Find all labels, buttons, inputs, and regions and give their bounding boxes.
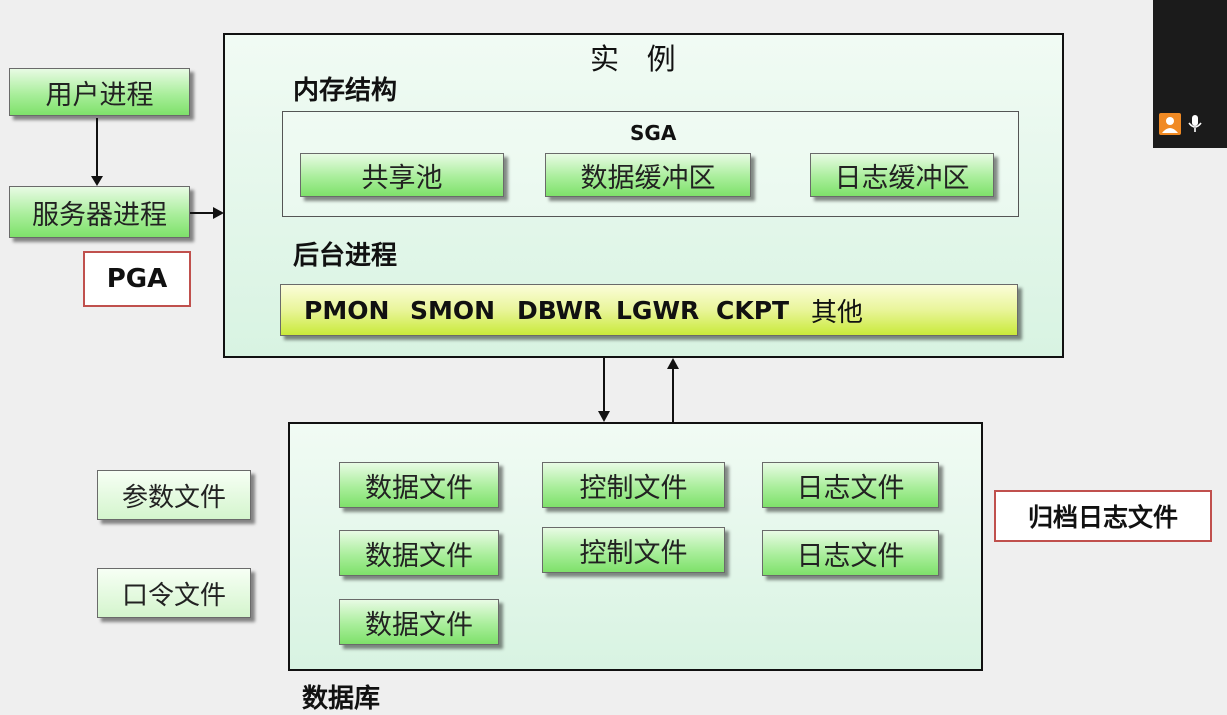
process-lgwr: LGWR [616, 295, 700, 325]
background-processes-bar: PMON SMON DBWR LGWR CKPT 其他 [280, 284, 1018, 336]
process-dbwr: DBWR [517, 295, 603, 325]
data-file-2: 数据文件 [339, 530, 499, 576]
data-file-1: 数据文件 [339, 462, 499, 508]
server-to-instance-arrow [190, 212, 214, 214]
control-file-1-label: 控制文件 [579, 472, 688, 504]
server-to-instance-arrowhead [213, 207, 224, 219]
pga-label: PGA [106, 264, 168, 294]
server-process-label: 服务器进程 [32, 199, 167, 231]
user-process-box: 用户进程 [9, 68, 190, 116]
process-ckpt: CKPT [716, 295, 790, 325]
data-file-3-label: 数据文件 [365, 609, 473, 641]
data-file-2-label: 数据文件 [365, 540, 473, 572]
user-to-server-arrowhead [91, 176, 103, 186]
parameter-file-box: 参数文件 [97, 470, 251, 520]
sga-log-buffer-label: 日志缓冲区 [834, 162, 970, 194]
sga-log-buffer: 日志缓冲区 [810, 153, 994, 197]
pga-box: PGA [83, 251, 191, 307]
archive-log-file-box: 归档日志文件 [994, 490, 1212, 542]
memory-structure-heading: 内存结构 [293, 76, 398, 106]
sga-shared-pool: 共享池 [300, 153, 504, 197]
server-process-box: 服务器进程 [9, 186, 190, 238]
person-icon [1159, 113, 1181, 135]
user-process-label: 用户进程 [45, 79, 154, 111]
data-file-1-label: 数据文件 [365, 472, 473, 504]
control-file-2: 控制文件 [542, 527, 725, 573]
database-to-instance-arrowhead [667, 358, 679, 369]
parameter-file-label: 参数文件 [121, 482, 226, 513]
password-file-box: 口令文件 [97, 568, 251, 618]
instance-title: 实 例 [590, 42, 676, 76]
log-file-1-label: 日志文件 [796, 472, 905, 504]
process-other: 其他 [811, 297, 864, 328]
control-file-1: 控制文件 [542, 462, 725, 508]
database-label: 数据库 [302, 684, 381, 714]
instance-to-database-arrow [603, 358, 605, 413]
log-file-1: 日志文件 [762, 462, 939, 508]
video-call-overlay[interactable] [1153, 0, 1227, 148]
archive-log-file-label: 归档日志文件 [1027, 503, 1178, 532]
sga-data-buffer-label: 数据缓冲区 [580, 162, 716, 194]
user-to-server-arrow [96, 118, 98, 178]
process-smon: SMON [410, 295, 496, 325]
sga-shared-pool-label: 共享池 [361, 162, 443, 194]
background-processes-heading: 后台进程 [293, 241, 398, 271]
control-file-2-label: 控制文件 [579, 537, 688, 569]
sga-label: SGA [630, 121, 677, 145]
instance-to-database-arrowhead [598, 411, 610, 422]
sga-data-buffer: 数据缓冲区 [545, 153, 751, 197]
process-pmon: PMON [304, 295, 390, 325]
log-file-2: 日志文件 [762, 530, 939, 576]
microphone-icon[interactable] [1187, 114, 1203, 134]
database-to-instance-arrow [672, 368, 674, 422]
log-file-2-label: 日志文件 [796, 540, 905, 572]
password-file-label: 口令文件 [121, 580, 226, 611]
data-file-3: 数据文件 [339, 599, 499, 645]
